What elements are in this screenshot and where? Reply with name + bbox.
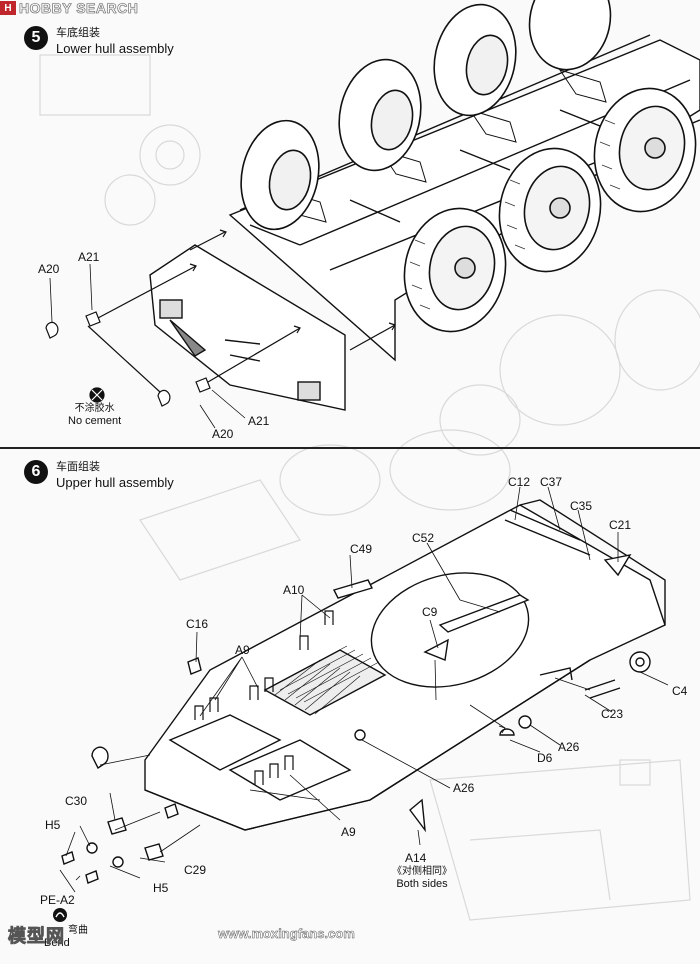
bend-icon [53, 908, 67, 922]
part-label-c30: C30 [65, 794, 88, 808]
part-label-c16: C16 [186, 617, 209, 631]
part-label-a26-right: A26 [558, 740, 580, 754]
part-label-c35: C35 [570, 499, 593, 513]
part-label-c23: C23 [601, 707, 624, 721]
step5-parts [45, 229, 396, 429]
part-label-h5-bottom: H5 [153, 881, 169, 895]
no-cement-note: 不涂胶水 No cement [68, 403, 122, 427]
part-label-a21-bottom: A21 [248, 414, 270, 428]
step-divider [0, 447, 700, 449]
bend-note: 弯曲 [68, 925, 88, 936]
part-label-a10: A10 [283, 583, 305, 597]
part-label-c12: C12 [508, 475, 531, 489]
hobby-search-watermark: H HOBBY SEARCH [0, 0, 138, 16]
step6-number: 6 [24, 460, 48, 484]
step6-header: 6 车面组装 Upper hull assembly [24, 460, 174, 490]
step6-upper-hull [61, 499, 666, 884]
part-label-c52: C52 [412, 531, 435, 545]
both-sides-note: 《对侧相同》 Both sides [392, 866, 452, 890]
part-label-pe-a2: PE-A2 [40, 893, 75, 907]
step5-title-zh: 车底组装 [56, 27, 100, 39]
step5-header: 5 车底组装 Lower hull assembly [24, 26, 174, 56]
site-watermark: 模型网 [8, 926, 65, 947]
step5-number: 5 [24, 26, 48, 50]
site-watermark-url: www.moxingfans.com [218, 926, 355, 942]
part-label-c37: C37 [540, 475, 563, 489]
part-label-a14: A14 [405, 851, 427, 865]
part-label-a26-left: A26 [453, 781, 475, 795]
part-label-a9-top: A9 [235, 643, 250, 657]
step5-title-en: Lower hull assembly [56, 41, 174, 56]
part-label-c4: C4 [672, 684, 688, 698]
background-ghost-art [39, 54, 700, 921]
step6-leader-lines [59, 486, 669, 893]
part-label-h5-left: H5 [45, 818, 61, 832]
part-label-c9: C9 [422, 605, 438, 619]
part-label-d6: D6 [537, 751, 553, 765]
step6-title-zh: 车面组装 [56, 461, 100, 473]
part-label-c21: C21 [609, 518, 632, 532]
part-label-a9-bottom: A9 [341, 825, 356, 839]
step5-chassis [149, 0, 700, 411]
step6-title-en: Upper hull assembly [56, 475, 174, 490]
bend-label: Bend [44, 937, 70, 949]
part-label-c29: C29 [184, 863, 207, 877]
part-label-a20-bottom: A20 [212, 427, 234, 441]
part-label-a20-top: A20 [38, 262, 60, 276]
part-label-a21-top: A21 [78, 250, 100, 264]
part-label-c49: C49 [350, 542, 373, 556]
